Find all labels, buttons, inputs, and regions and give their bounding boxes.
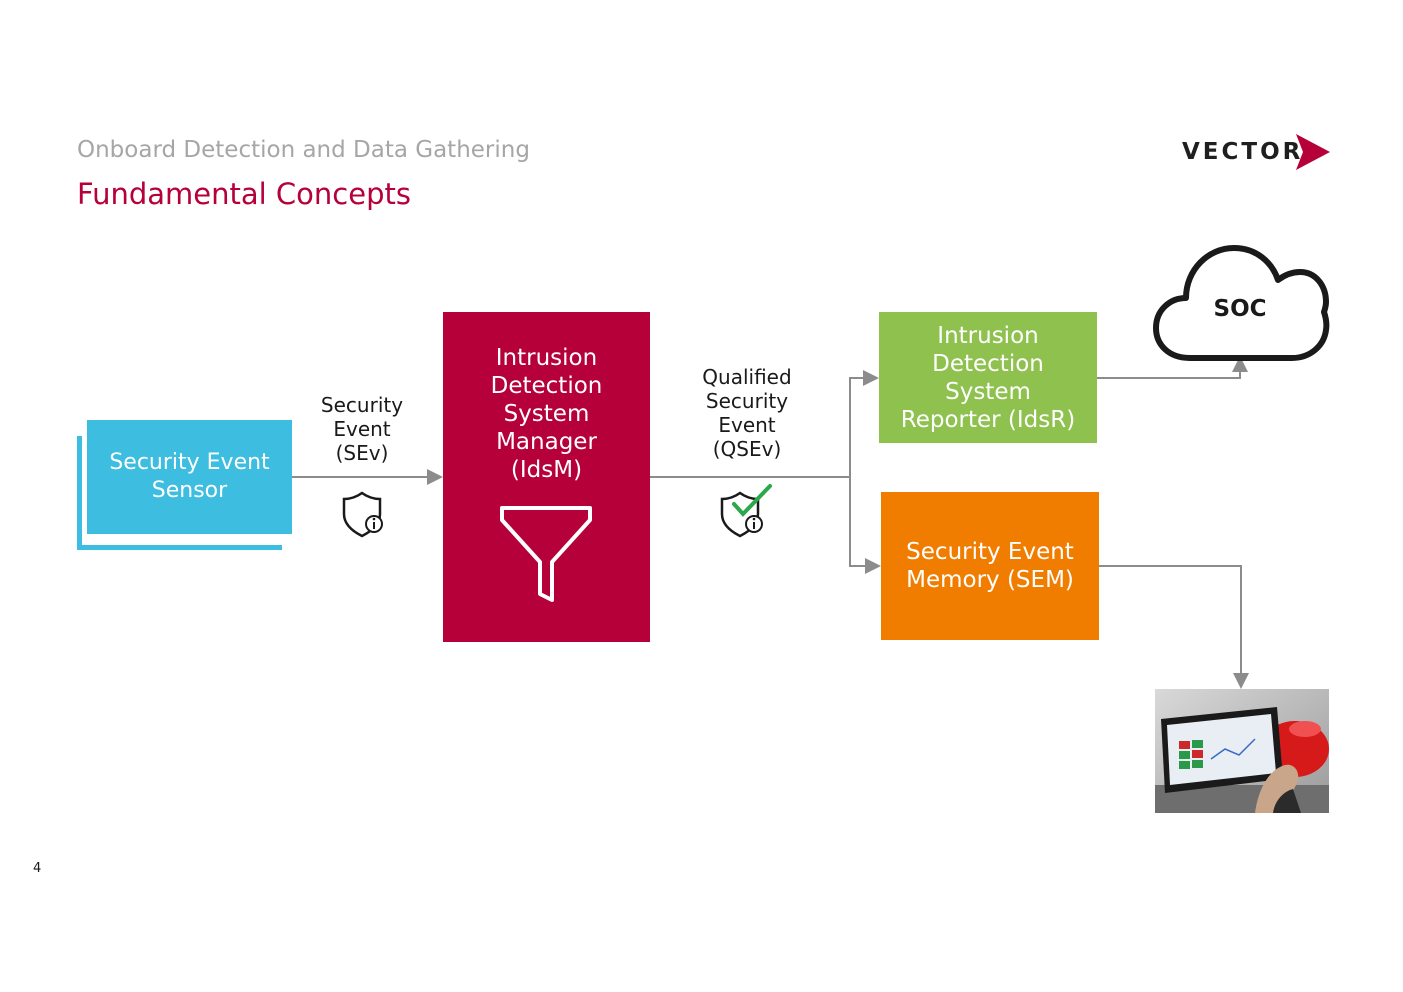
sev-label: Security Event (SEv) <box>320 393 404 465</box>
shield-info-icon <box>342 491 383 538</box>
security-event-sensor-box: Security Event Sensor <box>87 420 292 534</box>
cloud-icon <box>1153 245 1330 361</box>
arrow-idsr-to-soc <box>1097 356 1248 379</box>
intrusion-detection-system-reporter-box: Intrusion Detection System Reporter (Ids… <box>879 312 1097 443</box>
shield-check-icon <box>720 484 772 538</box>
slide-title: Fundamental Concepts <box>77 177 411 211</box>
tablet-car-diagnostics-photo <box>1155 689 1329 813</box>
vector-logo-text: VECTOR <box>1182 139 1304 165</box>
qsev-label: Qualified Security Event (QSEv) <box>702 365 792 461</box>
idsm-label: Intrusion Detection System Manager (IdsM… <box>490 345 603 483</box>
security-event-memory-box: Security Event Memory (SEM) <box>881 492 1099 640</box>
arrow-sem-to-photo <box>1099 565 1249 689</box>
arrow-to-idsr <box>849 370 879 477</box>
soc-label: SOC <box>1213 296 1267 322</box>
page-number: 4 <box>33 861 42 876</box>
vector-logo-chevron-icon <box>1296 134 1330 170</box>
funnel-icon <box>500 506 592 602</box>
slide-subtitle: Onboard Detection and Data Gathering <box>77 137 530 163</box>
intrusion-detection-system-manager-box: Intrusion Detection System Manager (IdsM… <box>443 312 650 642</box>
arrow-to-sem <box>849 477 881 574</box>
